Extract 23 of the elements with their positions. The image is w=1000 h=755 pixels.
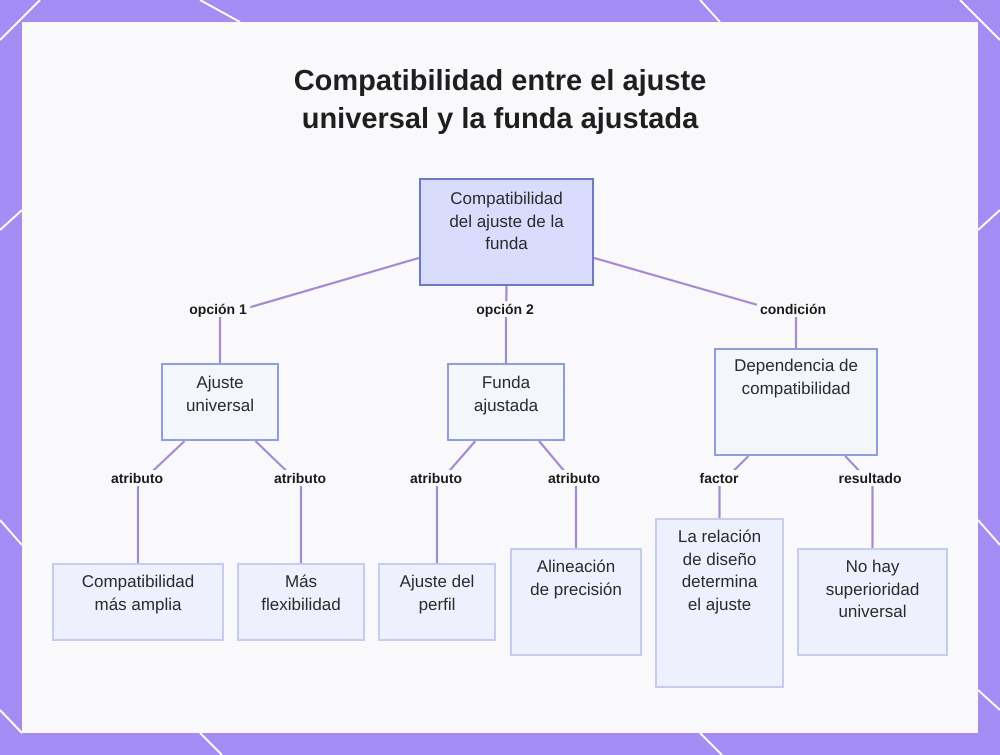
node-text: Ajuste del perfil [398, 571, 476, 616]
node-text: No hay superioridad universal [824, 556, 920, 623]
concept-box [714, 348, 878, 456]
concept-box [378, 563, 496, 641]
concept-box [52, 563, 224, 641]
node-text: Dependencia de compatibilidad [733, 355, 859, 400]
node-text: Más flexibilidad [260, 571, 342, 616]
node-text: Compatibilidad más amplia [80, 571, 196, 616]
concept-box [419, 178, 594, 286]
concept-box [237, 563, 365, 641]
node-text: Alineación de precisión [529, 556, 623, 600]
connector-line [218, 256, 420, 363]
concept-box [447, 363, 565, 441]
concept-box [161, 363, 279, 441]
edge-label: factor [696, 470, 742, 486]
node-text: Compatibilidad del ajuste de la funda [448, 188, 565, 255]
node-text: Funda ajustada [472, 372, 540, 416]
concept-box [510, 548, 642, 656]
node-text: Ajuste universal [184, 372, 256, 416]
concept-box [655, 518, 784, 688]
node-text: La relación de diseño determina el ajuste [676, 526, 762, 616]
diagram-title: Compatibilidad entre el ajuste universal y la funda ajustada [292, 64, 708, 137]
concept-box [797, 548, 948, 656]
